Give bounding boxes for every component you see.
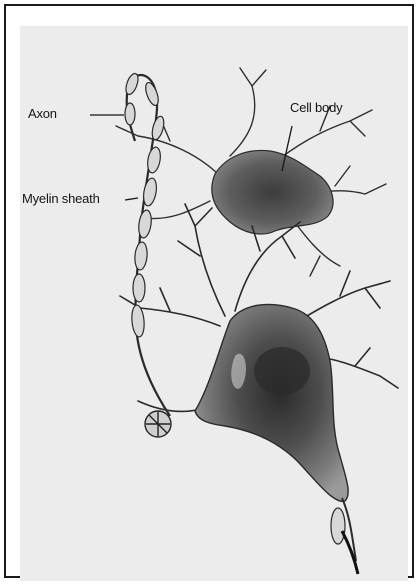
lower-cell-body [195,304,348,501]
axon [124,72,170,416]
upper-cell-body [212,150,333,234]
figure-frame: Axon Myelin sheath Cell body [4,4,414,578]
axon-label: Axon [28,106,57,121]
cell-body-label: Cell body [290,100,342,115]
neuron-diagram [20,26,408,581]
myelin-segments [124,72,166,338]
neuron-illustration: Axon Myelin sheath Cell body [20,26,408,581]
lower-axon-stub [331,498,358,574]
synapse-terminal [145,411,171,437]
nucleus [254,347,310,395]
myelin-sheath-label: Myelin sheath [22,191,100,206]
